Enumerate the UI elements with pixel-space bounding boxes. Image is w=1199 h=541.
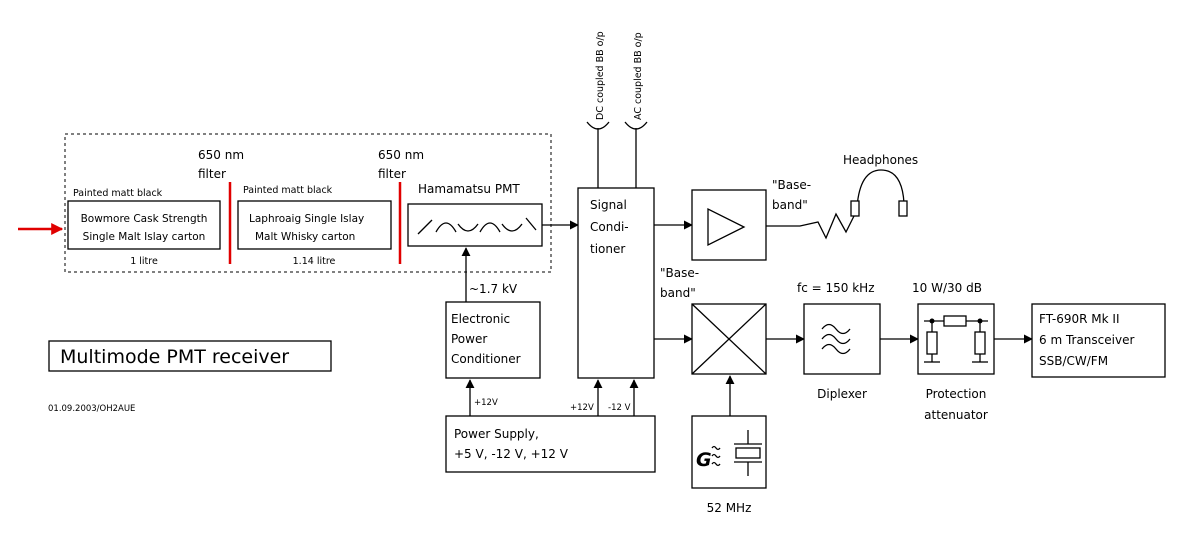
filter-icon [821,323,851,355]
carton-2-line-1: Laphroaig Single Islay [249,213,364,225]
filter-2-line-1: 650 nm [378,148,424,162]
painted-label-2: Painted matt black [243,185,333,196]
optical-enclosure [64,133,552,273]
baseband-2-line-2: band" [660,286,696,300]
sc-line-2: Condi- [590,220,629,234]
sc-line-1: Signal [590,198,627,212]
transceiver-line-1: FT-690R Mk II [1039,312,1120,326]
crystal-icon [734,430,762,476]
power-supply-line-1: Power Supply, [454,427,539,441]
resistor-network-icon [924,315,988,363]
baseband-1-line-1: "Base- [772,178,811,192]
transceiver-line-3: SSB/CW/FM [1039,354,1108,368]
sc-supply-pos-label: +12V [570,403,594,413]
epc-line-3: Conditioner [451,352,521,366]
power-supply-box [445,415,656,473]
transceiver-line-2: 6 m Transceiver [1039,333,1134,347]
oscillator-freq-label: 52 MHz [707,501,752,515]
pmt-dynode-icon [417,217,537,235]
carton-1-volume: 1 litre [130,256,158,267]
attenuator-line-2: attenuator [924,408,988,422]
headphone-cable [766,212,855,240]
filter-1-line-2: filter [198,167,226,181]
attenuator-line-1: Protection [926,387,987,401]
carton-1-line-1: Bowmore Cask Strength [81,213,208,225]
epc-supply-label: +12V [474,398,498,408]
ac-output-connector [624,121,648,130]
epc-line-1: Electronic [451,312,510,326]
carton-1-box [67,200,221,250]
amplifier-box [691,189,767,261]
pmt-label: Hamamatsu PMT [418,182,520,196]
amplifier-icon [707,207,746,247]
headphones-icon [850,169,908,217]
carton-2-box [237,200,392,250]
diplexer-label: Diplexer [817,387,867,401]
epc-line-2: Power [451,332,487,346]
baseband-1-line-2: band" [772,198,808,212]
carton-1-line-2: Single Malt Islay carton [83,231,206,243]
ac-output-label: AC coupled BB o/p [633,32,644,120]
filter-1-line-1: 650 nm [198,148,244,162]
title-box [48,340,332,372]
diplexer-fc-label: fc = 150 kHz [797,281,875,295]
sc-line-3: tioner [590,242,625,256]
page-title: Multimode PMT receiver [60,346,289,368]
filter-2-line-2: filter [378,167,406,181]
sc-supply-neg-label: -12 V [608,403,631,413]
dc-output-connector [586,121,610,130]
painted-label-1: Painted matt black [73,188,163,199]
hv-label: ~1.7 kV [469,282,518,296]
diplexer-box [803,303,881,375]
carton-2-line-2: Malt Whisky carton [255,231,355,243]
transceiver-box [1031,303,1166,378]
attenuator-rating-label: 10 W/30 dB [912,281,982,295]
oscillator-symbol: G [696,449,712,471]
headphones-label: Headphones [843,153,918,167]
sine-wave-icon [711,445,721,467]
epc-box [445,301,541,379]
date-credit: 01.09.2003/OH2AUE [48,404,135,414]
signal-conditioner-box [577,187,655,379]
mixer-cross-2 [691,303,767,375]
dc-output-label: DC coupled BB o/p [595,31,606,120]
carton-2-volume: 1.14 litre [293,256,336,267]
baseband-2-line-1: "Base- [660,266,699,280]
power-supply-line-2: +5 V, -12 V, +12 V [454,447,569,461]
